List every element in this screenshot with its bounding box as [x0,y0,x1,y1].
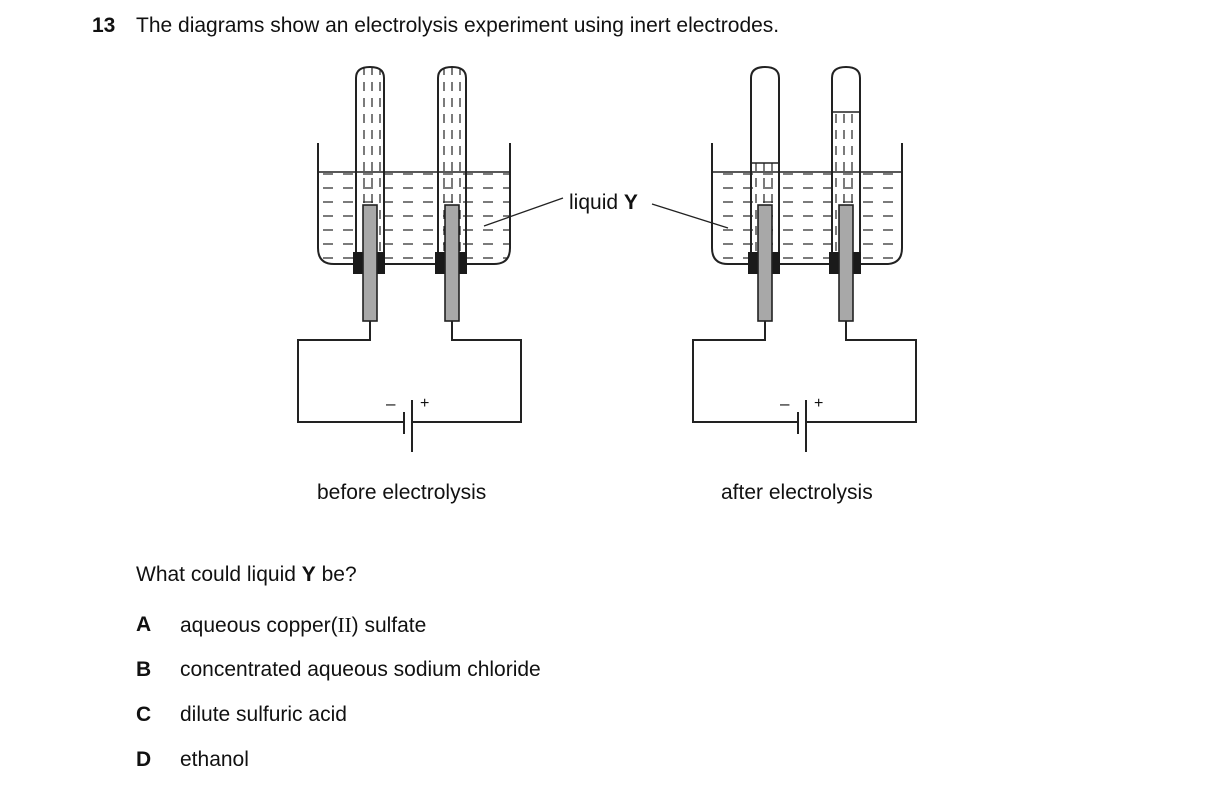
leader-line-before [483,197,564,227]
liquid-y-label: liquid Y [483,191,729,229]
option-text: dilute sulfuric acid [180,703,347,726]
before-circuit-wire [297,321,404,423]
liquid-label-text: liquid Y [569,191,638,214]
before-minus-sign: – [386,394,396,413]
after-electrode-right [838,204,854,322]
option-c[interactable]: C dilute sulfuric acid [136,702,541,747]
before-electrode-right [444,204,460,322]
answer-options: A aqueous copper(II) sulfate B concentra… [136,612,541,792]
prompt-prefix: What could liquid [136,563,296,586]
after-plus-sign: + [814,395,823,412]
after-test-tube-left [750,65,780,256]
question-prompt: What could liquid Y be? [136,562,357,588]
after-apparatus: – + [692,65,917,452]
caption-after: after electrolysis [721,481,873,504]
option-text: concentrated aqueous sodium chloride [180,658,541,681]
option-text-roman: II [337,613,352,637]
leader-line-after [651,203,729,229]
before-apparatus: – + [297,65,522,452]
before-beaker-liquid [318,172,510,264]
liquid-label-symbol: Y [624,191,638,214]
option-text: aqueous copper(II) sulfate [180,612,426,639]
option-letter: B [136,658,152,681]
before-plus-sign: + [420,395,429,412]
after-circuit-wire-right [806,321,917,423]
option-text-after: ) sulfate [351,614,427,637]
question-number: 13 [92,14,116,37]
option-text: ethanol [180,748,249,771]
after-minus-sign: – [780,394,790,413]
prompt-suffix: be? [321,563,357,586]
after-test-tube-right [831,65,861,256]
option-letter: D [136,748,152,771]
before-beaker [317,143,511,265]
prompt-symbol: Y [301,563,316,586]
before-circuit-wire-right [412,321,522,423]
before-electrode-left [362,204,378,322]
option-b[interactable]: B concentrated aqueous sodium chloride [136,657,541,702]
electrolysis-diagrams: – + – + liquid Y [297,65,917,452]
liquid-label-prefix: liquid [569,191,618,214]
after-beaker-liquid [712,172,902,264]
option-a[interactable]: A aqueous copper(II) sulfate [136,612,541,657]
option-letter: C [136,703,152,726]
question-text: The diagrams show an electrolysis experi… [136,14,780,37]
after-circuit-wire [692,321,798,423]
option-d[interactable]: D ethanol [136,747,541,792]
option-letter: A [136,613,152,636]
caption-before: before electrolysis [317,481,487,504]
question-header: 13 The diagrams show an electrolysis expe… [92,13,779,39]
after-beaker [711,143,903,265]
option-text-before: aqueous copper( [180,614,338,637]
after-electrode-left [757,204,773,322]
